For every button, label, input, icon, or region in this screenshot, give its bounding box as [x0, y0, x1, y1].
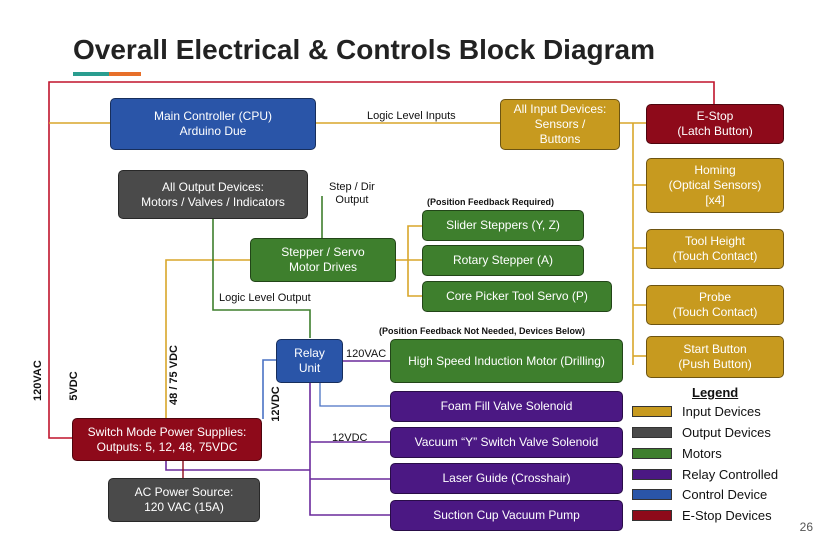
- legend-label: Relay Controlled: [682, 466, 779, 482]
- legend-swatch: [632, 468, 672, 480]
- relay-12vdc-label: 12VDC: [332, 432, 368, 444]
- position-feedback-label: (Position Feedback Required): [427, 197, 555, 207]
- rotary-stepper-block: Rotary Stepper (A): [422, 245, 584, 276]
- estop-block: E-Stop (Latch Button): [646, 104, 784, 144]
- title-accent-teal: [73, 72, 109, 76]
- legend-swatch: [632, 509, 672, 521]
- logic-inputs-label: Logic Level Inputs: [367, 110, 456, 122]
- step-dir-label: Step / Dir Output: [329, 181, 375, 206]
- suction-pump-block: Suction Cup Vacuum Pump: [390, 500, 623, 531]
- all-output-devices-block: All Output Devices: Motors / Valves / In…: [118, 170, 308, 219]
- legend-label: E-Stop Devices: [682, 507, 772, 523]
- page-number: 26: [799, 520, 813, 534]
- main-controller-block: Main Controller (CPU) Arduino Due: [110, 98, 316, 150]
- 12vdc-vertical-label: 12VDC: [270, 386, 282, 422]
- legend-item-input: Input Devices: [632, 403, 761, 419]
- legend-item-estop: E-Stop Devices: [632, 507, 772, 523]
- relay-120vac-label: 120VAC: [346, 348, 387, 360]
- legend-swatch: [632, 426, 672, 438]
- core-picker-servo-block: Core Picker Tool Servo (P): [422, 281, 612, 312]
- all-input-devices-block: All Input Devices: Sensors / Buttons: [500, 99, 620, 150]
- legend-swatch: [632, 488, 672, 500]
- 5vdc-label: 5VDC: [68, 371, 80, 401]
- legend-swatch: [632, 405, 672, 417]
- legend-title: Legend: [692, 385, 739, 400]
- probe-block: Probe (Touch Contact): [646, 285, 784, 325]
- title-accent-orange: [109, 72, 141, 76]
- legend-label: Output Devices: [682, 424, 771, 440]
- relay-unit-block: Relay Unit: [276, 339, 343, 383]
- legend-item-relay: Relay Controlled: [632, 466, 779, 482]
- legend-label: Control Device: [682, 486, 768, 502]
- stepper-servo-drives-block: Stepper / Servo Motor Drives: [250, 238, 396, 282]
- ac-power-source-block: AC Power Source: 120 VAC (15A): [108, 478, 260, 522]
- legend-item-motors: Motors: [632, 445, 722, 461]
- vacuum-switch-valve-block: Vacuum “Y” Switch Valve Solenoid: [390, 427, 623, 458]
- homing-block: Homing (Optical Sensors) [x4]: [646, 158, 784, 213]
- foam-fill-valve-block: Foam Fill Valve Solenoid: [390, 391, 623, 422]
- slider-steppers-block: Slider Steppers (Y, Z): [422, 210, 584, 241]
- legend-item-output: Output Devices: [632, 424, 771, 440]
- 120vac-label: 120VAC: [32, 360, 44, 401]
- legend-item-control: Control Device: [632, 486, 768, 502]
- no-feedback-label: (Position Feedback Not Needed, Devices B…: [379, 326, 586, 336]
- power-supplies-block: Switch Mode Power Supplies: Outputs: 5, …: [72, 418, 262, 461]
- legend-label: Input Devices: [682, 403, 761, 419]
- legend-swatch: [632, 447, 672, 459]
- 48-75vdc-label: 48 / 75 VDC: [168, 345, 180, 405]
- page-title: Overall Electrical & Controls Block Diag…: [73, 34, 655, 65]
- start-button-block: Start Button (Push Button): [646, 336, 784, 378]
- laser-guide-block: Laser Guide (Crosshair): [390, 463, 623, 494]
- logic-output-label: Logic Level Output: [219, 292, 311, 304]
- induction-motor-block: High Speed Induction Motor (Drilling): [390, 339, 623, 383]
- legend-label: Motors: [682, 445, 722, 461]
- tool-height-block: Tool Height (Touch Contact): [646, 229, 784, 269]
